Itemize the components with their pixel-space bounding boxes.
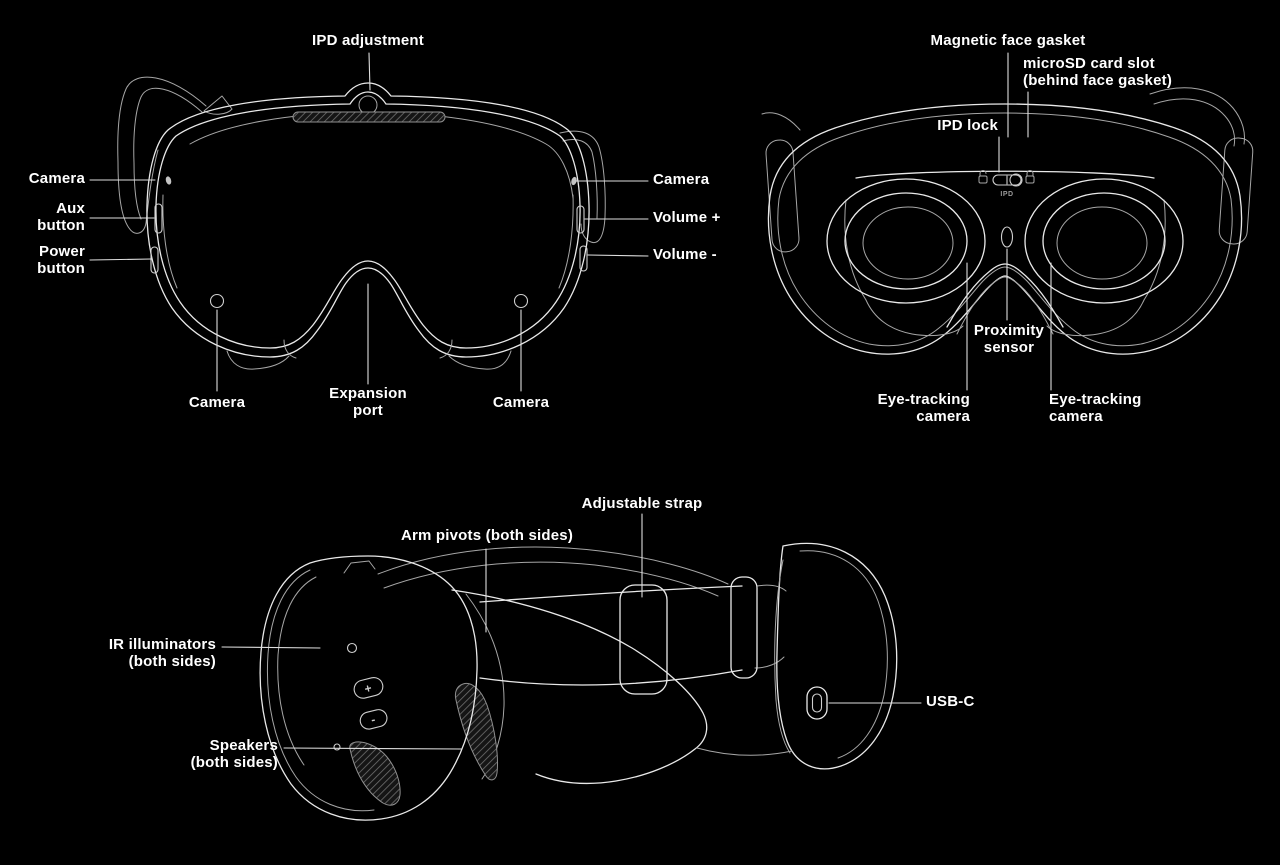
- front-view-drawing: [117, 76, 606, 370]
- label-proximity-sensor: Proximity sensor: [973, 322, 1045, 356]
- leader-lines: [89, 52, 1052, 750]
- leader-ipd-adjustment: [368, 52, 371, 91]
- side-view-drawing: + -: [259, 542, 898, 821]
- label-ir-illuminators: IR illuminators (both sides): [108, 636, 216, 670]
- leader-volume-minus: [587, 254, 649, 257]
- back-view-drawing: IPD: [761, 87, 1254, 355]
- leader-speakers: [283, 747, 463, 750]
- volume-up-glyph: +: [363, 681, 373, 696]
- label-expansion-port: Expansion port: [329, 385, 407, 419]
- label-camera-bottom-right: Camera: [492, 394, 550, 411]
- volume-down-glyph: -: [369, 712, 376, 727]
- label-magnetic-face-gasket: Magnetic face gasket: [930, 32, 1086, 49]
- label-volume-plus: Volume +: [653, 209, 721, 226]
- label-microsd-card-slot: microSD card slot (behind face gasket): [1023, 55, 1173, 89]
- label-ipd-lock: IPD lock: [937, 117, 998, 134]
- label-camera-bottom-left: Camera: [188, 394, 246, 411]
- label-ipd-adjustment: IPD adjustment: [312, 32, 424, 49]
- leader-power-button: [89, 258, 152, 261]
- label-arm-pivots: Arm pivots (both sides): [400, 527, 574, 544]
- leader-ir-illuminators: [221, 646, 321, 649]
- unlock-icon: [978, 170, 988, 184]
- label-camera-left: Camera: [28, 170, 85, 187]
- label-camera-right: Camera: [653, 171, 710, 188]
- ipd-engraving: IPD: [1000, 191, 1013, 198]
- label-volume-minus: Volume -: [653, 246, 717, 263]
- lock-icon: [1025, 170, 1035, 184]
- label-speakers: Speakers (both sides): [190, 737, 278, 771]
- label-eye-tracking-camera-right: Eye-tracking camera: [1049, 391, 1142, 425]
- label-eye-tracking-camera-left: Eye-tracking camera: [877, 391, 970, 425]
- label-usb-c: USB-C: [926, 693, 975, 710]
- label-aux-button: Aux button: [37, 200, 85, 234]
- label-power-button: Power button: [37, 243, 85, 277]
- label-adjustable-strap: Adjustable strap: [581, 495, 703, 512]
